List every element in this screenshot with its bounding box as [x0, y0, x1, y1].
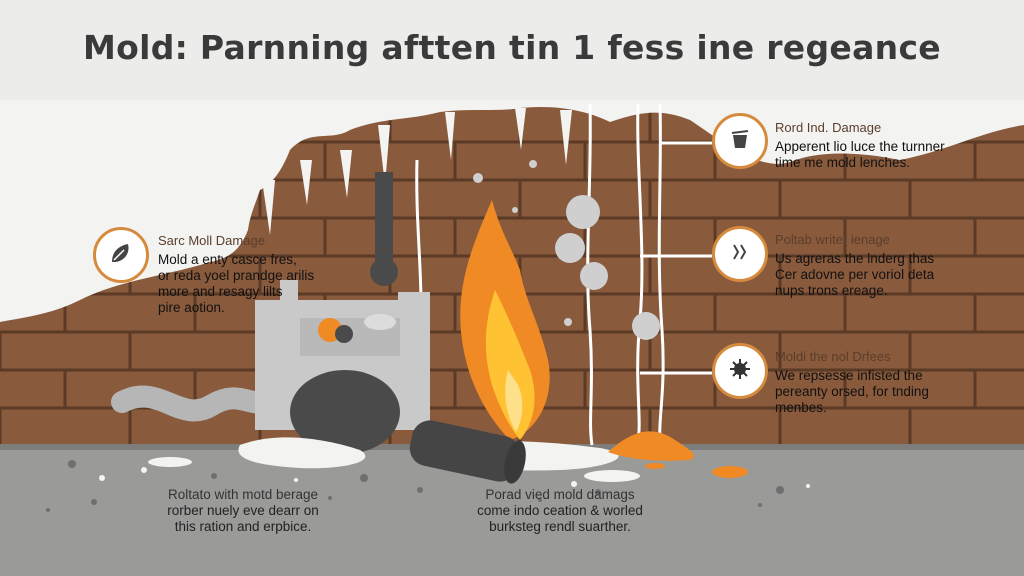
header-band	[0, 0, 1024, 104]
callout-right-top-body: Apperent lio luce the turnner time me mo…	[775, 139, 990, 171]
callout-right-top: Rord Ind. Damage Apperent lio luce the t…	[712, 113, 990, 171]
callout-left-title: Sarc Moll Damage	[158, 233, 265, 248]
floor-debris	[46, 460, 784, 512]
mold-drips	[262, 108, 572, 235]
callout-right-middle-line: nups trons ereage.	[775, 283, 888, 298]
smoke-wisp	[111, 385, 281, 422]
bucket-icon	[728, 127, 752, 156]
callout-right-top-line: time me mold lenches.	[775, 155, 911, 170]
caption-center-line: burksteg rendl suarther.	[489, 519, 631, 534]
callout-left-line: or reda yoel prandge arilis	[158, 268, 315, 283]
callout-right-bottom: Moldi the nol Drfees We repsesse infiste…	[712, 343, 990, 416]
callout-left-body: Mold a enty casce fres, or reda yoel pra…	[158, 252, 358, 316]
caption-left-title: Roltato with motd berage	[167, 487, 319, 502]
caption-left: Roltato with motd berage rorber nuely ev…	[128, 487, 358, 535]
page-title: Mold: Parnning aftten tin 1 fess ine reg…	[83, 28, 941, 67]
stove-door-opening	[290, 370, 400, 454]
callout-connectors	[640, 141, 712, 375]
mold-overgrowth	[0, 100, 1024, 322]
callout-left-line: pire aotion.	[158, 300, 225, 315]
callout-right-middle-badge	[712, 226, 768, 282]
callout-left-badge	[93, 227, 149, 283]
burnt-log	[409, 420, 526, 484]
floor-speckles	[99, 467, 810, 488]
orange-residue	[608, 431, 748, 478]
callout-right-bottom-line: We repsesse infisted the	[775, 368, 923, 383]
leaf-icon	[108, 240, 134, 271]
callout-right-middle-body: Us agreras the lnderg thas Cer adovne pe…	[775, 251, 990, 299]
callout-right-bottom-line: pereanty orsed, for tnding	[775, 384, 929, 399]
pipe-end	[370, 258, 398, 286]
ash	[364, 314, 396, 330]
caption-center-title: Porad vied mold damags	[485, 487, 635, 502]
callout-left: Sarc Moll Damage Mold a enty casce fres,…	[93, 227, 358, 316]
callout-right-bottom-body: We repsesse infisted the pereanty orsed,…	[775, 368, 990, 416]
callout-right-middle-line: Cer adovne per voriol deta	[775, 267, 935, 282]
spore-icon	[727, 356, 753, 387]
fire-flame	[460, 200, 550, 440]
callout-right-bottom-badge	[712, 343, 768, 399]
callout-right-top-line: Apperent lio luce the turnner	[775, 139, 945, 154]
callout-left-line: Mold a enty casce fres,	[158, 252, 297, 267]
caption-left-line: rorber nuely eve dearr on	[167, 503, 319, 518]
callout-right-top-badge	[712, 113, 768, 169]
vent-pipe	[375, 172, 393, 267]
callout-right-top-title: Rord Ind. Damage	[775, 120, 882, 135]
callout-right-bottom-title: Moldi the nol Drfees	[775, 349, 891, 364]
callout-right-middle-line: Us agreras the lnderg thas	[775, 251, 935, 266]
coal	[335, 325, 353, 343]
callout-right-middle: Poltab writer ienage Us agreras the lnde…	[712, 226, 990, 299]
chevrons-icon	[728, 240, 752, 269]
callout-right-bottom-line: menbes.	[775, 400, 827, 415]
callout-right-middle-title: Poltab writer ienage	[775, 232, 890, 247]
callout-left-line: more and resagy lilts	[158, 284, 283, 299]
smoke-puffs	[473, 160, 660, 340]
caption-center: Porad vied mold damags come indo ceation…	[445, 487, 675, 535]
caption-center-line: come indo ceation & worled	[477, 503, 643, 518]
caption-left-line: this ration and erpbice.	[174, 519, 312, 534]
